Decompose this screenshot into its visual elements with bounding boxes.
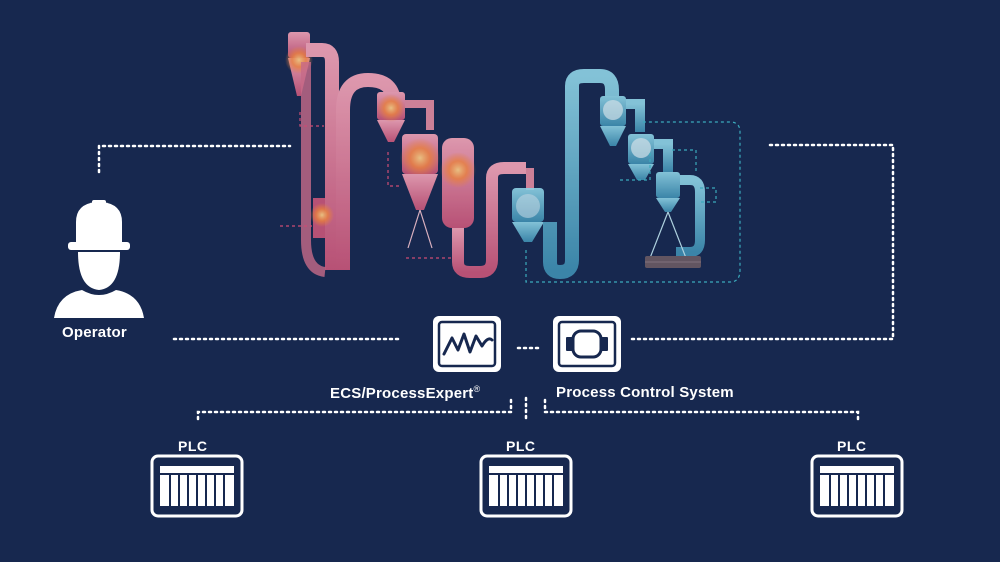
- plant-to-pcs-line: [630, 143, 895, 341]
- plc-label-right: PLC: [837, 438, 867, 454]
- operator-to-plant-line: [97, 144, 292, 174]
- ecs-to-plc-left-line: [196, 410, 513, 424]
- connection-lines: [97, 143, 895, 424]
- plc-rack-icon: [150, 454, 244, 518]
- plc-rack-icon: [810, 454, 904, 518]
- pcs-label: Process Control System: [556, 384, 734, 401]
- plc-label-center: PLC: [506, 438, 536, 454]
- registered-mark: ®: [473, 384, 481, 394]
- control-module-icon: [553, 316, 621, 372]
- plc-rack-icon: [479, 454, 573, 518]
- pcs-to-plc-right-line: [543, 410, 860, 424]
- cement-plant-illustration: [280, 32, 741, 283]
- plc-label-left: PLC: [178, 438, 208, 454]
- operator-label: Operator: [62, 324, 127, 341]
- ecs-label-text: ECS/ProcessExpert: [330, 385, 474, 402]
- operator-hardhat-icon: [54, 200, 144, 318]
- cold-process-section: [512, 69, 741, 283]
- ecs-label: ECS/ProcessExpert®: [330, 384, 480, 402]
- waveform-icon: [433, 316, 501, 372]
- hot-process-section: [280, 32, 534, 278]
